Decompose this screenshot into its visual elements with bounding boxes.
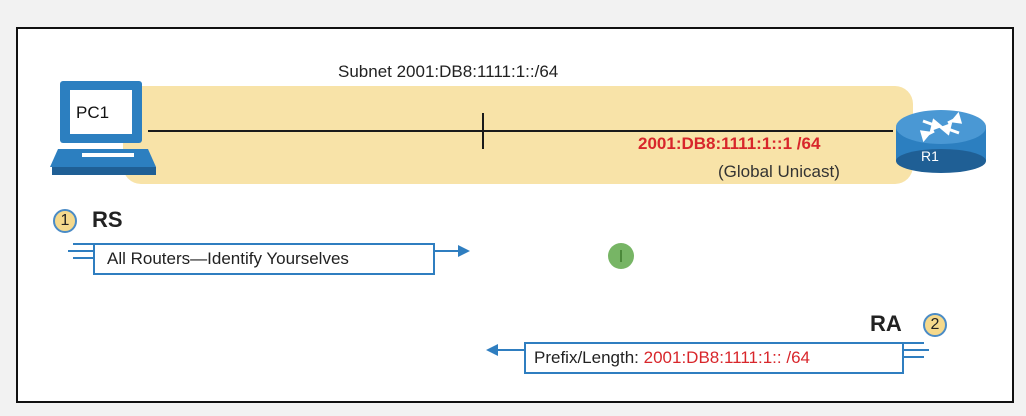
diagram-canvas	[50, 81, 986, 358]
rs-message: All Routers—Identify Yourselves	[107, 249, 349, 268]
rs-title: RS	[92, 207, 123, 232]
ra-message-prefix: 2001:DB8:1111:1:: /64	[643, 348, 810, 367]
ra-message-label: Prefix/Length:	[534, 348, 644, 367]
subnet-label: Subnet 2001:DB8:1111:1::/64	[338, 62, 559, 81]
router-label: R1	[921, 148, 939, 164]
ra-arrow	[486, 342, 929, 358]
ra-title: RA	[870, 311, 902, 336]
pc-icon[interactable]	[50, 81, 156, 175]
cursor-dot	[608, 243, 634, 269]
diagram-frame: Subnet 2001:DB8:1111:1::/64 PC1 2001:DB8…	[16, 27, 1014, 403]
subnet-band	[123, 86, 913, 184]
ra-message-box: Prefix/Length: 2001:DB8:1111:1:: /64	[524, 342, 904, 374]
step-2-badge: 2	[923, 313, 947, 337]
rs-message-box: All Routers—Identify Yourselves	[93, 243, 435, 275]
rs-arrow	[68, 243, 470, 259]
pc1-label: PC1	[76, 103, 110, 122]
router-address: 2001:DB8:1111:1::1 /64	[638, 134, 821, 153]
router-address-type: (Global Unicast)	[718, 162, 840, 181]
router-icon[interactable]	[896, 110, 986, 173]
step-1-badge: 1	[53, 209, 77, 233]
